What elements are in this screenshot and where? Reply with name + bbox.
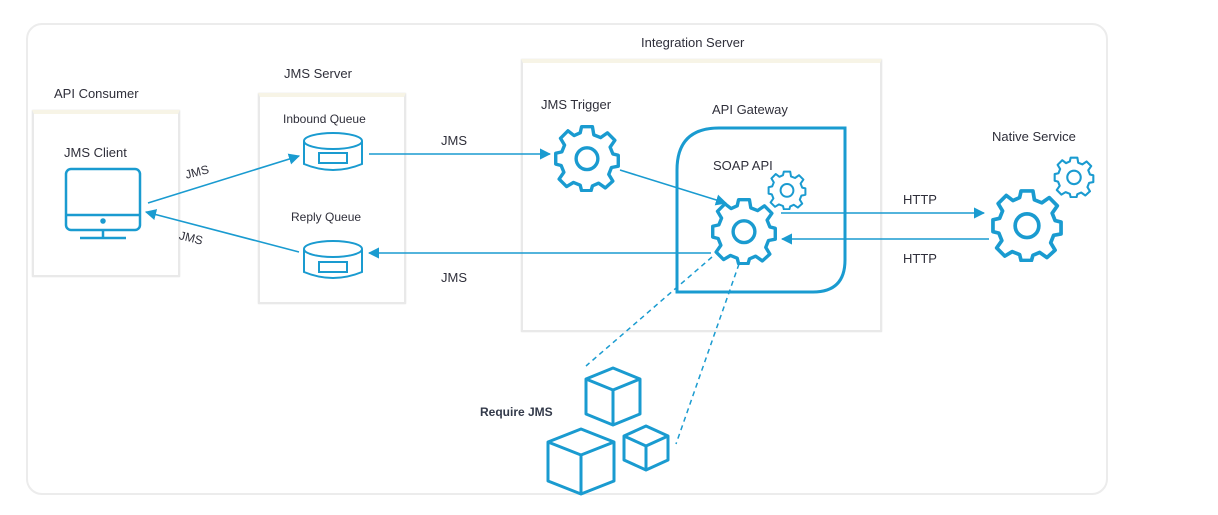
jms-server-panel	[258, 93, 406, 304]
edge-label-gateway-to-native: HTTP	[903, 192, 937, 207]
reply-queue-icon	[303, 240, 363, 279]
edge-label-gateway-to-reply: JMS	[441, 270, 467, 285]
soap-api-small-gear-icon	[767, 170, 807, 210]
edge-trigger-to-soap	[619, 169, 728, 206]
jms-trigger-gear-icon	[554, 125, 620, 192]
inbound-queue-label: Inbound Queue	[283, 112, 366, 126]
edge-label-inbound-to-trigger: JMS	[441, 133, 467, 148]
native-service-gear-icon	[991, 189, 1063, 262]
monitor-icon	[64, 167, 142, 240]
api-consumer-panel	[32, 110, 180, 277]
dashed-link-right	[675, 263, 740, 445]
integration-server-label: Integration Server	[641, 35, 745, 50]
jms-trigger-label: JMS Trigger	[541, 97, 612, 112]
api-consumer-label: API Consumer	[54, 86, 139, 101]
cubes-icon	[546, 366, 670, 496]
soap-api-label: SOAP API	[713, 158, 773, 173]
edge-reply-to-client	[144, 209, 300, 253]
require-jms-label: Require JMS	[480, 405, 553, 419]
api-gateway-box	[675, 126, 847, 294]
inbound-queue-icon	[303, 132, 363, 171]
api-gateway-label: API Gateway	[712, 102, 788, 117]
dashed-link-left	[585, 256, 713, 367]
jms-client-label: JMS Client	[64, 145, 127, 160]
edge-client-to-inbound	[147, 153, 301, 204]
jms-server-label: JMS Server	[284, 66, 352, 81]
native-service-label: Native Service	[992, 129, 1076, 144]
edge-label-native-to-gateway: HTTP	[903, 251, 937, 266]
soap-api-gear-icon	[711, 198, 777, 265]
reply-queue-label: Reply Queue	[291, 210, 362, 224]
native-service-small-gear-icon	[1053, 156, 1095, 198]
